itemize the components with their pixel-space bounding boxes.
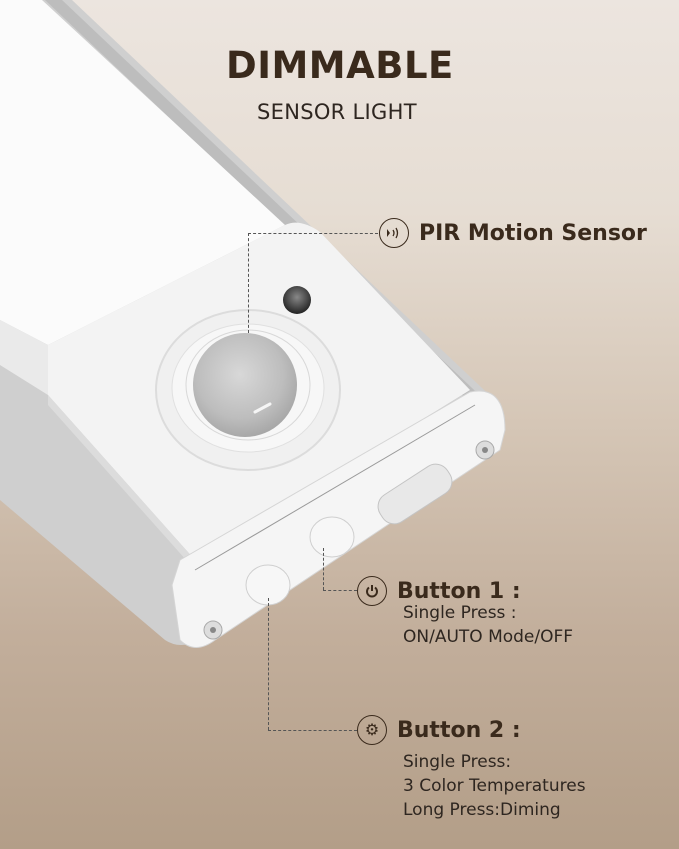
button2-callout: ⚙ Button 2 :: [357, 715, 521, 745]
button1-title: Button 1 :: [397, 578, 521, 604]
button2-leader-horizontal: [268, 730, 357, 731]
button1-line: ON/AUTO Mode/OFF: [403, 627, 574, 647]
button2-line: 3 Color Temperatures: [403, 776, 586, 796]
pir-leader-horizontal: [248, 233, 378, 234]
button2-leader-vertical: [268, 598, 269, 730]
button1-description: Single Press : ON/AUTO Mode/OFF: [403, 601, 573, 649]
button2-title: Button 2 :: [397, 717, 521, 743]
button1-leader-horizontal: [323, 590, 357, 591]
button2-line: Single Press:: [403, 752, 512, 772]
gear-icon: ⚙: [357, 715, 387, 745]
button2-line: Long Press:Diming: [403, 800, 561, 820]
pir-callout: PIR Motion Sensor: [379, 218, 647, 248]
pir-callout-title: PIR Motion Sensor: [419, 220, 647, 246]
button1-callout: Button 1 :: [357, 576, 521, 606]
pir-leader-vertical: [248, 233, 249, 333]
button1-line: Single Press :: [403, 603, 517, 623]
headline-subtitle: SENSOR LIGHT: [257, 100, 417, 124]
power-icon: [357, 576, 387, 606]
headline-title: DIMMABLE: [226, 44, 454, 87]
button1-leader-vertical: [323, 548, 324, 590]
motion-sensor-icon: [379, 218, 409, 248]
button2-description: Single Press: 3 Color Temperatures Long …: [403, 750, 586, 822]
